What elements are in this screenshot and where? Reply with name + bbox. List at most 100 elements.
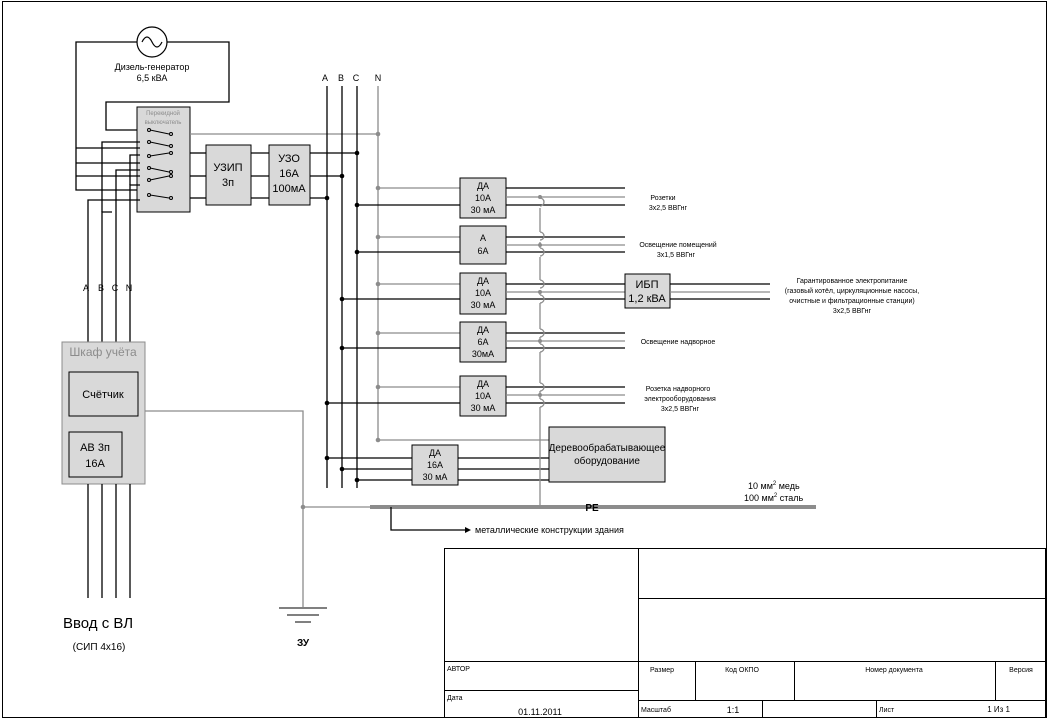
date-label: Дата	[447, 695, 463, 702]
load-indoor-light-label: Освещение помещений	[639, 241, 716, 249]
ground-label: ЗУ	[297, 638, 310, 649]
load-sockets-cable: 3х2,5 ВВГнг	[649, 205, 688, 212]
sine-wave-icon	[141, 36, 163, 48]
uzo-leak: 100мА	[272, 183, 306, 195]
woodwork-box	[548, 426, 666, 483]
generator: Дизель-генератор 6,5 кВА	[115, 26, 190, 83]
ground: ЗУ	[145, 410, 370, 649]
input-breaker-label: АВ 3п	[80, 442, 110, 454]
meter-label: Счётчик	[82, 389, 124, 401]
version-label: Версия	[1009, 667, 1033, 674]
doc-number-label: Номер документа	[865, 667, 923, 674]
breaker-5-leak: 30 мА	[471, 403, 496, 413]
breaker-2-current: 6А	[477, 246, 488, 256]
okpo-label: Код ОКПО	[725, 667, 759, 674]
input-label-a: A	[83, 283, 89, 293]
uzo-box	[268, 144, 311, 206]
generator-label: Дизель-генератор	[115, 62, 190, 72]
uzo-label: УЗО	[278, 153, 300, 165]
load-guaranteed-line3: очистные и фильтрационные станции)	[789, 298, 914, 305]
load-sockets-label: Розетки	[650, 195, 675, 202]
breaker-1-box	[459, 177, 507, 219]
load-guaranteed-label: Гарантированное электропитание	[797, 278, 908, 285]
breaker-3-leak: 30 мА	[471, 300, 496, 310]
input-label-c: C	[112, 283, 119, 293]
breaker-3-type: ДА	[477, 276, 489, 286]
wire-c-join	[115, 169, 140, 206]
input-label-n: N	[126, 283, 133, 293]
breaker-6-type: ДА	[429, 448, 441, 458]
breaker-2-type: А	[480, 233, 486, 243]
metal-structures-link	[390, 507, 465, 531]
metal-structures-label: металлические конструкции здания	[475, 525, 624, 535]
breaker-3-current: 10А	[475, 288, 491, 298]
branch-ups: ДА 10А 30 мА ИБП 1,2 кВА Гарантированное…	[339, 272, 919, 315]
ups-box	[624, 273, 671, 309]
pe-label: PE	[585, 503, 599, 514]
meter-cabinet: A B C N Шкаф учёта Счётчик АВ 3п 16А	[61, 283, 146, 485]
bus-label-n: N	[375, 73, 382, 83]
woodwork-label: Деревообрабатывающее	[549, 442, 666, 454]
input-breaker-current: 16А	[85, 458, 105, 470]
size-label: Размер	[650, 667, 674, 674]
breaker-1-current: 10А	[475, 193, 491, 203]
date-value: 01.11.2011	[518, 707, 562, 717]
breaker-4-type: ДА	[477, 325, 489, 335]
input-breaker-box	[68, 431, 123, 478]
switch-label-2: выключатель	[145, 120, 182, 126]
load-outdoor-socket-cable: 3х2,5 ВВГнг	[661, 406, 700, 413]
sheet-label: Лист	[879, 707, 895, 714]
title-block: АВТОР Дата 01.11.2011 Размер Код ОКПО Но…	[444, 548, 1046, 718]
uzip-label: УЗИП	[213, 162, 242, 174]
input-cable: (СИП 4х16)	[73, 642, 126, 653]
pe-branch-conductor	[538, 195, 545, 507]
scale-value: 1:1	[727, 705, 740, 715]
generator-wire-right	[105, 41, 230, 131]
branch-outdoor-socket: ДА 10А 30 мА Розетка надворного электроо…	[324, 375, 716, 417]
input-label-b: B	[98, 283, 104, 293]
breaker-1-leak: 30 мА	[471, 205, 496, 215]
switch-label-1: Перекидной	[146, 110, 180, 117]
uzip: УЗИП 3п	[205, 144, 252, 206]
meter-cabinet-title: Шкаф учёта	[69, 345, 137, 359]
pe-bus: PE 10 мм2 медь 100 мм2 сталь металлическ…	[370, 481, 816, 535]
breaker-5-current: 10А	[475, 391, 491, 401]
breaker-5-type: ДА	[477, 379, 489, 389]
bus-label-b: B	[338, 73, 344, 83]
wire-n-join	[129, 154, 140, 185]
branch-indoor-light: А 6А Освещение помещений 3х1,5 ВВГнг	[354, 225, 717, 265]
meter-ground-wire	[145, 410, 304, 607]
load-guaranteed-line2: (газовый котёл, циркуляционные насосы,	[785, 287, 919, 295]
input-wire-a	[87, 199, 140, 480]
branch-woodwork: ДА 16А 30 мА Деревообрабатывающее оборуд…	[324, 426, 666, 486]
branch-outdoor-light: ДА 6А 30мА Освещение надворное	[339, 321, 715, 363]
uzo: УЗО 16А 100мА	[268, 144, 311, 206]
uzip-box	[205, 144, 252, 206]
load-indoor-light-cable: 3х1,5 ВВГнг	[657, 252, 696, 259]
scale-label: Масштаб	[641, 706, 671, 714]
load-guaranteed-cable: 3х2,5 ВВГнг	[833, 308, 872, 315]
ups-power: 1,2 кВА	[628, 293, 666, 305]
bus-labels: A B C N	[322, 73, 381, 83]
woodwork-label-2: оборудование	[574, 455, 640, 467]
breaker-1-type: ДА	[477, 181, 489, 191]
uzip-poles: 3п	[222, 177, 234, 189]
meter-box	[68, 371, 139, 417]
breaker-3-box	[459, 272, 507, 315]
bus-label-c: C	[353, 73, 360, 83]
generator-power: 6,5 кВА	[137, 73, 168, 83]
breaker-5-box	[459, 375, 507, 417]
breaker-4-current: 6А	[477, 337, 488, 347]
author-label: АВТОР	[447, 666, 470, 673]
breaker-2-box	[459, 225, 507, 265]
input-title: Ввод с ВЛ	[63, 615, 133, 632]
breaker-4-box	[459, 321, 507, 363]
load-outdoor-socket-label: Розетка надворного	[646, 386, 711, 393]
load-outdoor-socket-line2: электрооборудования	[644, 395, 716, 403]
generator-wire-left	[75, 41, 140, 191]
uzo-current: 16А	[279, 168, 299, 180]
changeover-switch-box	[136, 106, 191, 213]
breaker-6-box	[411, 444, 459, 486]
changeover-switch: Перекидной выключатель	[136, 106, 191, 213]
